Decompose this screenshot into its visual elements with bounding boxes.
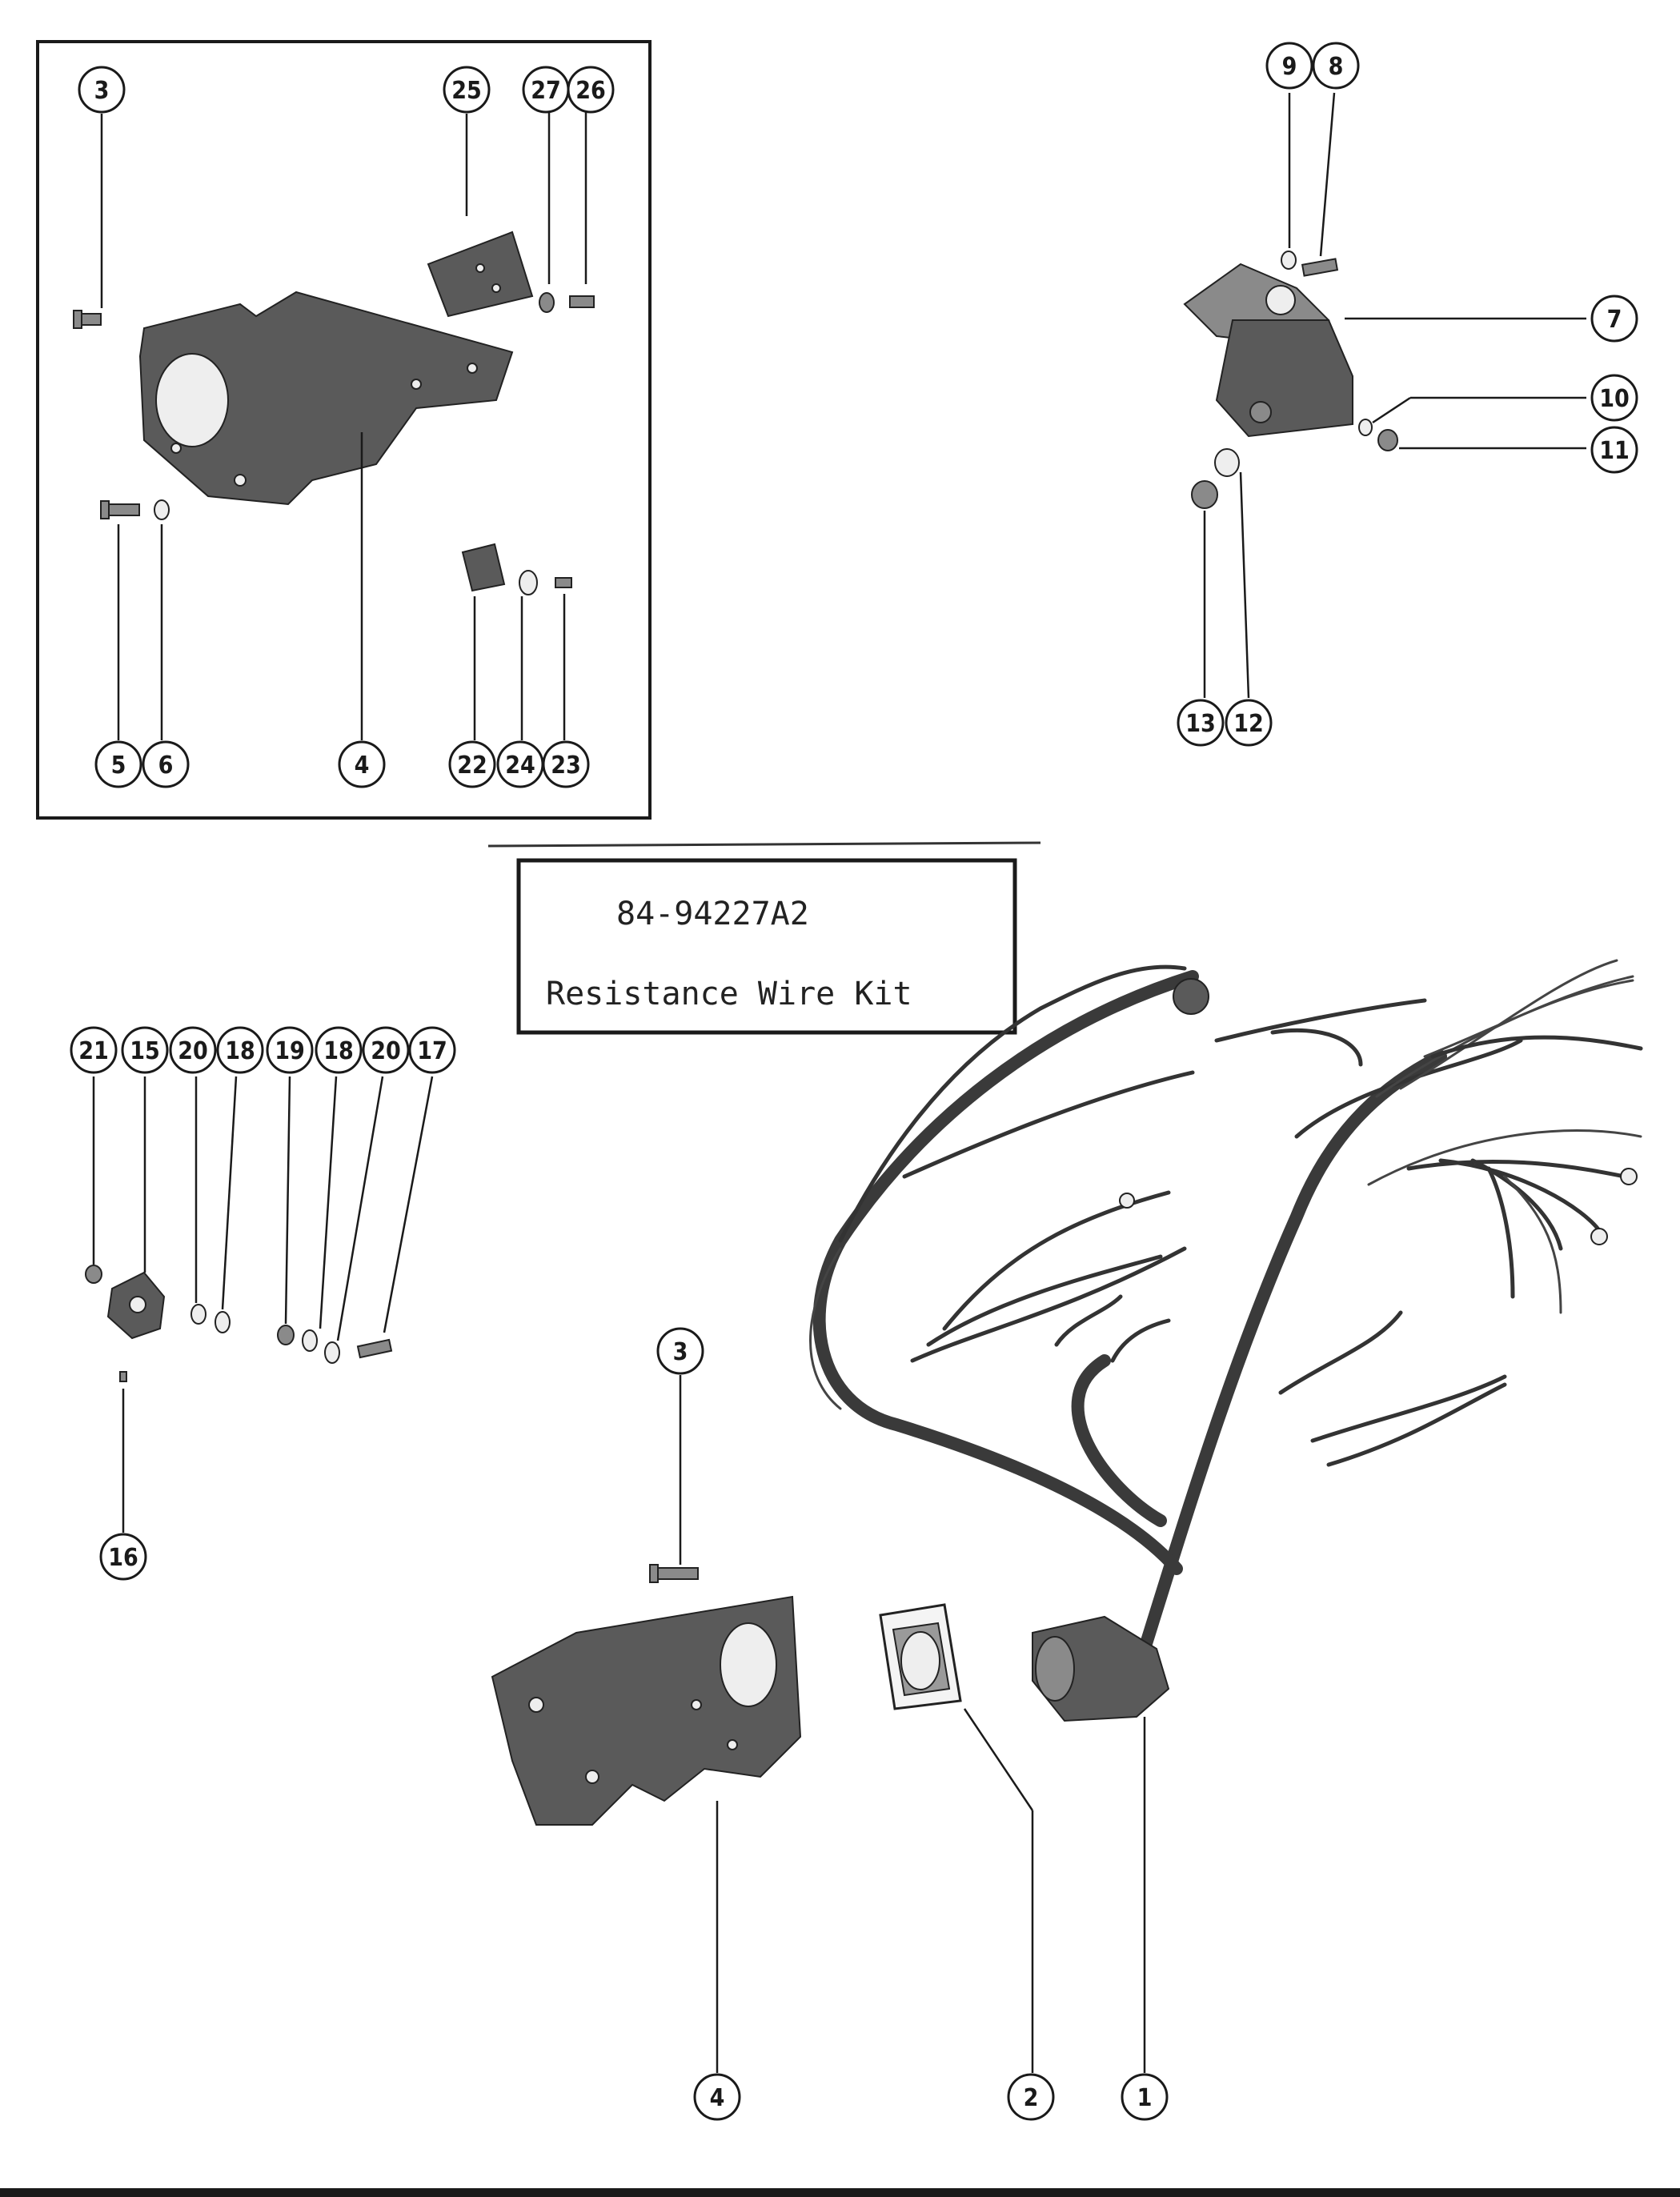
callout-3-inset: 3 [78,66,126,114]
svg-text:19: 19 [275,1037,305,1065]
svg-text:8: 8 [1329,53,1344,81]
solenoid-7 [1183,263,1353,438]
mounting-bracket-main [491,1595,802,1826]
callout-11: 11 [1590,426,1638,474]
screw-23 [555,577,572,588]
nut-27 [539,292,555,313]
washer-18a [215,1311,231,1333]
svg-text:5: 5 [111,752,126,780]
kit-label-top-rule [487,841,1041,848]
svg-text:9: 9 [1282,53,1297,81]
callout-15: 15 [121,1026,169,1074]
svg-text:20: 20 [178,1037,208,1065]
svg-text:6: 6 [158,752,174,780]
kit-description: Resistance Wire Kit [546,976,912,1012]
svg-text:17: 17 [417,1037,447,1065]
clip-22 [461,543,506,592]
callout-2: 2 [1007,2073,1055,2121]
screw-17 [356,1338,393,1359]
nut-13 [1191,480,1218,509]
callout-24: 24 [496,740,544,788]
svg-text:18: 18 [225,1037,255,1065]
svg-text:7: 7 [1607,306,1622,334]
callout-8: 8 [1312,42,1360,90]
callout-25: 25 [443,66,491,114]
callout-4-main: 4 [693,2073,741,2121]
svg-text:11: 11 [1599,437,1630,465]
washer-10 [1358,419,1373,436]
svg-text:3: 3 [673,1338,688,1366]
callout-12: 12 [1225,699,1273,747]
washer-18b [302,1329,318,1352]
svg-text:24: 24 [505,752,535,780]
svg-text:15: 15 [130,1037,160,1065]
callout-4-inset: 4 [338,740,386,788]
inset-box [36,40,652,820]
svg-text:10: 10 [1599,385,1630,413]
mounting-bracket-inset [138,291,514,506]
svg-text:3: 3 [94,77,110,105]
callout-18a: 18 [216,1026,264,1074]
screw-3-inset [73,310,102,329]
nut-11 [1377,429,1398,451]
svg-text:18: 18 [323,1037,354,1065]
svg-text:13: 13 [1185,710,1216,738]
callout-22: 22 [448,740,496,788]
washer-20a [190,1304,206,1325]
wiring-harness-1 [809,959,1643,1722]
kit-label-box [516,858,1017,1035]
callout-16: 16 [99,1533,147,1581]
washer-20b [324,1341,340,1364]
callout-19: 19 [266,1026,314,1074]
switch-15 [106,1271,166,1340]
washer-9 [1281,251,1297,270]
callout-23: 23 [542,740,590,788]
screw-26 [569,295,595,308]
bracket-25 [427,231,534,318]
svg-text:22: 22 [457,752,487,780]
gasket-2 [879,1603,962,1710]
kit-part-number: 84-94227A2 [616,896,809,932]
washer-6 [154,499,170,520]
callout-5: 5 [94,740,142,788]
callout-26: 26 [567,66,615,114]
callout-1: 1 [1121,2073,1169,2121]
spacer-19 [277,1325,295,1345]
svg-text:4: 4 [710,2084,725,2112]
callout-20a: 20 [169,1026,217,1074]
svg-text:2: 2 [1024,2084,1039,2112]
callout-27: 27 [522,66,570,114]
svg-text:27: 27 [531,77,561,105]
washer-24 [519,570,538,595]
washer-12 [1214,448,1240,477]
svg-text:1: 1 [1137,2084,1153,2112]
callout-3-main: 3 [656,1327,704,1375]
screw-8 [1301,258,1339,277]
screw-16 [119,1371,127,1382]
svg-text:23: 23 [551,752,581,780]
svg-text:26: 26 [575,77,606,105]
svg-text:4: 4 [355,752,370,780]
callout-9: 9 [1265,42,1313,90]
callout-21: 21 [70,1026,118,1074]
svg-text:20: 20 [371,1037,401,1065]
callout-17: 17 [408,1026,456,1074]
screw-3-main [649,1564,699,1583]
svg-text:21: 21 [78,1037,109,1065]
svg-text:25: 25 [451,77,482,105]
callout-20b: 20 [362,1026,410,1074]
callout-10: 10 [1590,374,1638,422]
svg-text:16: 16 [108,1544,138,1572]
nut-21 [85,1265,102,1284]
screw-5 [100,500,140,519]
svg-text:12: 12 [1233,710,1264,738]
page-bottom-rule [0,2188,1680,2197]
callout-18b: 18 [315,1026,363,1074]
callout-6: 6 [142,740,190,788]
callout-13: 13 [1177,699,1225,747]
callout-7: 7 [1590,295,1638,343]
